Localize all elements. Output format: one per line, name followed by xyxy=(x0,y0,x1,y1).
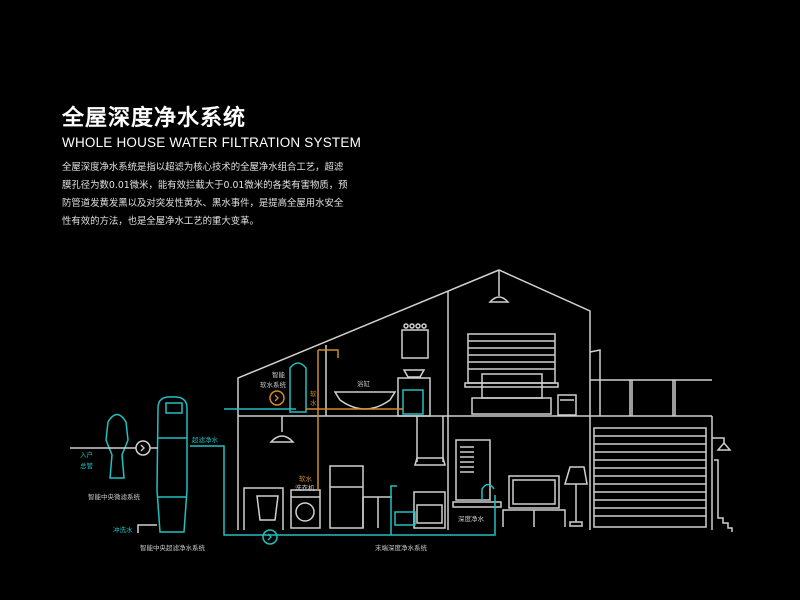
filtered-water-pipes xyxy=(105,362,496,545)
label-washer: 洗衣机 xyxy=(295,484,315,492)
label-micro-filter: 智能中央微滤系统 xyxy=(88,493,140,501)
label-soft-water-1: 软 xyxy=(310,390,317,398)
kitchen-laundry xyxy=(243,465,446,530)
bathroom xyxy=(269,323,446,466)
label-softener-2: 软水系统 xyxy=(260,381,286,389)
label-ultra-water: 超滤净水 xyxy=(192,436,218,444)
label-bathtub: 浴缸 xyxy=(357,380,370,388)
description: 全屋深度净水系统是指以超滤为核心技术的全屋净水组合工艺，超滤膜孔径为数0.01微… xyxy=(62,162,348,227)
page-title: 全屋深度净水系统 xyxy=(62,106,247,131)
arrow-icons xyxy=(140,394,279,541)
label-flush-water: 冲洗水 xyxy=(113,526,133,534)
attic-lamp xyxy=(488,270,510,303)
label-deep-water: 深度净水 xyxy=(458,515,484,523)
bedroom-window xyxy=(464,333,577,416)
label-washer-soft: 软水 xyxy=(299,475,312,483)
label-terminal-system: 末端深度净水系统 xyxy=(375,544,427,552)
page-subtitle: WHOLE HOUSE WATER FILTRATION SYSTEM xyxy=(62,135,362,150)
label-inlet-2: 总管 xyxy=(80,462,93,470)
label-ultra-system: 智能中央超滤净水系统 xyxy=(140,544,205,552)
label-softener-1: 智能 xyxy=(272,371,285,379)
label-soft-water-2: 水 xyxy=(310,399,317,407)
garage-door xyxy=(593,427,733,532)
label-inlet-1: 入户 xyxy=(80,451,93,459)
living-room xyxy=(452,439,588,527)
soft-water-pipes xyxy=(269,349,403,490)
